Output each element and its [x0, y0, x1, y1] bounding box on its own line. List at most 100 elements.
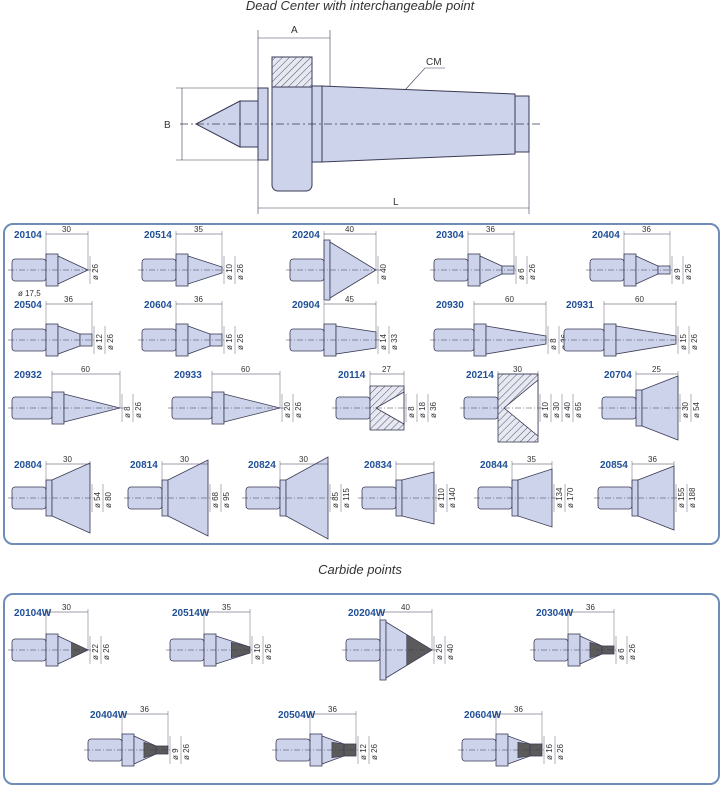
dimension-label: 35	[194, 225, 203, 234]
point-code-label: 20504	[14, 300, 42, 311]
dimension-label: 36	[486, 225, 495, 234]
dimension-label: ø 16	[225, 333, 234, 350]
dimension-label: ø 26	[556, 743, 565, 760]
point-code-label: 20104W	[14, 608, 52, 619]
dimension-label: ø 155	[677, 487, 686, 508]
point-code-label: 20834	[364, 460, 392, 471]
point-code-label: 20930	[436, 300, 464, 311]
dimension-label: ø 54	[692, 401, 701, 418]
point-code-label: 20114	[338, 370, 366, 381]
dimension-label: 60	[505, 295, 514, 304]
dimension-label: ø 80	[104, 491, 113, 508]
dimension-label: 40	[401, 603, 410, 612]
dimension-label: 60	[241, 365, 250, 374]
dimension-label: ø 10	[253, 643, 262, 660]
dimension-label: ø 65	[574, 401, 583, 418]
dimension-label: 30	[63, 455, 72, 464]
dimension-label: ø 26	[435, 643, 444, 660]
point-code-label: 20204W	[348, 608, 386, 619]
dimension-label: ø 26	[91, 263, 100, 280]
dimension-label: ø 85	[331, 491, 340, 508]
dimension-label: ø 14	[379, 333, 388, 350]
dimension-label: ø 54	[93, 491, 102, 508]
dimension-label: 30	[62, 225, 71, 234]
dimension-label: ø 22	[91, 643, 100, 660]
dimension-label: ø 26	[182, 743, 191, 760]
dimension-label: 36	[64, 295, 73, 304]
dimension-label: ø 16	[545, 743, 554, 760]
dimension-label: ø 26	[102, 643, 111, 660]
point-code-label: 20854	[600, 460, 628, 471]
dimension-label: ø 26	[236, 263, 245, 280]
point-code-label: 20214	[466, 370, 494, 381]
dimension-label: ø 15	[679, 333, 688, 350]
dimension-label: ø 26	[370, 743, 379, 760]
point-code-label: 20514W	[172, 608, 210, 619]
dimension-label: ø 134	[555, 487, 564, 508]
dimension-label: ø 8	[123, 406, 132, 418]
dimension-label: 60	[635, 295, 644, 304]
dimension-label: ø 26	[684, 263, 693, 280]
dimension-label: 30	[299, 455, 308, 464]
dimension-label: ø 26	[106, 333, 115, 350]
dimension-label: ø 8	[407, 406, 416, 418]
dimension-label: ø 26	[628, 643, 637, 660]
dimension-label: ø 30	[681, 401, 690, 418]
dimension-label: ø 40	[379, 263, 388, 280]
dimension-label: ø 26	[236, 333, 245, 350]
dimension-label: ø 26	[264, 643, 273, 660]
dimension-label: ø 12	[359, 743, 368, 760]
dead-center-drawing	[176, 30, 540, 214]
point-code-label: 20814	[130, 460, 158, 471]
dimension-label: 30	[180, 455, 189, 464]
dimension-label: 36	[194, 295, 203, 304]
dim-l-label: L	[393, 197, 399, 208]
dimension-label: ø 18	[418, 401, 427, 418]
dimension-label: ø 12	[95, 333, 104, 350]
dimension-label: 25	[652, 365, 661, 374]
dimension-label: ø 115	[342, 488, 351, 508]
dimension-label: ø 68	[211, 491, 220, 508]
dim-b-label: B	[164, 120, 171, 131]
dimension-label: ø 110	[437, 488, 446, 508]
carbide-title: Carbide points	[318, 562, 402, 577]
dimension-label: ø 26	[528, 263, 537, 280]
point-code-label: 20204	[292, 230, 320, 241]
dimension-label: ø 140	[448, 487, 457, 508]
dimension-label: ø 9	[171, 748, 180, 760]
point-code-label: 20933	[174, 370, 202, 381]
point-code-label: 20824	[248, 460, 276, 471]
dimension-label: 36	[586, 603, 595, 612]
dimension-label: ø 8	[549, 338, 558, 350]
cm-label: CM	[426, 57, 442, 68]
